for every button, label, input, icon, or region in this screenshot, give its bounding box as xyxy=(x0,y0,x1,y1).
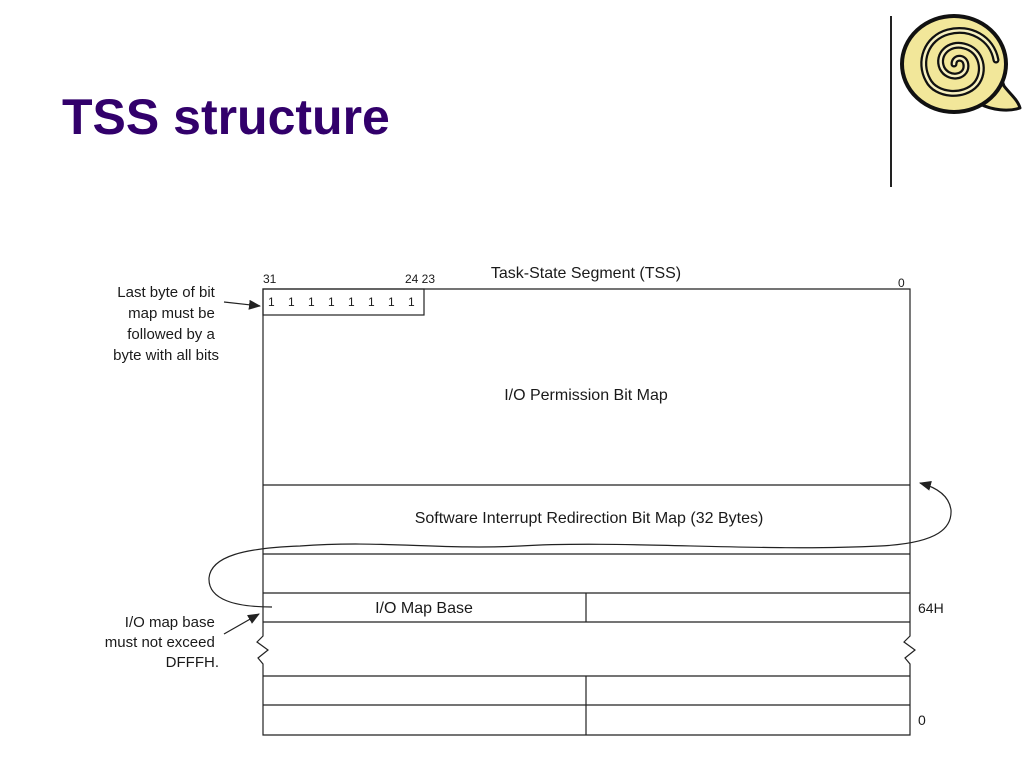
bit-value: 1 xyxy=(308,295,315,309)
bit-value: 1 xyxy=(268,295,275,309)
bit-value: 1 xyxy=(288,295,295,309)
last-byte-annotation: Last byte of bit map must be followed by… xyxy=(113,284,219,364)
io-map-base-annotation: I/O map base must not exceed DFFFH. xyxy=(105,614,219,671)
map-base-pointer-curve xyxy=(208,481,952,608)
bit-31-label: 31 xyxy=(263,272,277,286)
io-note-arrow xyxy=(223,613,260,635)
bit-value: 1 xyxy=(388,295,395,309)
last-byte-box xyxy=(262,288,425,316)
bit-24-23-label: 24 23 xyxy=(405,272,435,286)
io-note-line-3: DFFFH. xyxy=(166,654,219,671)
bit-value: 1 xyxy=(408,295,415,309)
tss-frame xyxy=(256,288,916,736)
bit-value: 1 xyxy=(328,295,335,309)
io-note-line-2: must not exceed xyxy=(105,634,215,651)
offset-64h-label: 64H xyxy=(918,600,944,616)
software-interrupt-label: Software Interrupt Redirection Bit Map (… xyxy=(415,510,764,527)
last-byte-line-4: byte with all bits xyxy=(113,347,219,364)
bit-value: 1 xyxy=(368,295,375,309)
last-byte-line-1: Last byte of bit xyxy=(117,284,215,301)
slide-title: TSS structure xyxy=(62,89,390,145)
break-left xyxy=(256,622,269,676)
last-byte-line-2: map must be xyxy=(128,305,215,322)
title-divider xyxy=(890,16,892,187)
bit-value: 1 xyxy=(348,295,355,309)
frame-upper xyxy=(262,288,911,622)
bit-0-label: 0 xyxy=(898,276,905,290)
break-right xyxy=(903,622,916,676)
offset-0-label: 0 xyxy=(918,712,926,728)
tss-title: Task-State Segment (TSS) xyxy=(491,265,681,282)
last-byte-line-3: followed by a xyxy=(127,326,215,343)
io-note-line-1: I/O map base xyxy=(125,614,215,631)
last-byte-arrow xyxy=(223,299,261,310)
io-map-base-label: I/O Map Base xyxy=(375,600,473,617)
io-permission-label: I/O Permission Bit Map xyxy=(504,387,668,404)
scroll-spiral-highlight xyxy=(922,29,998,95)
spiral-scroll-icon xyxy=(900,14,1022,114)
